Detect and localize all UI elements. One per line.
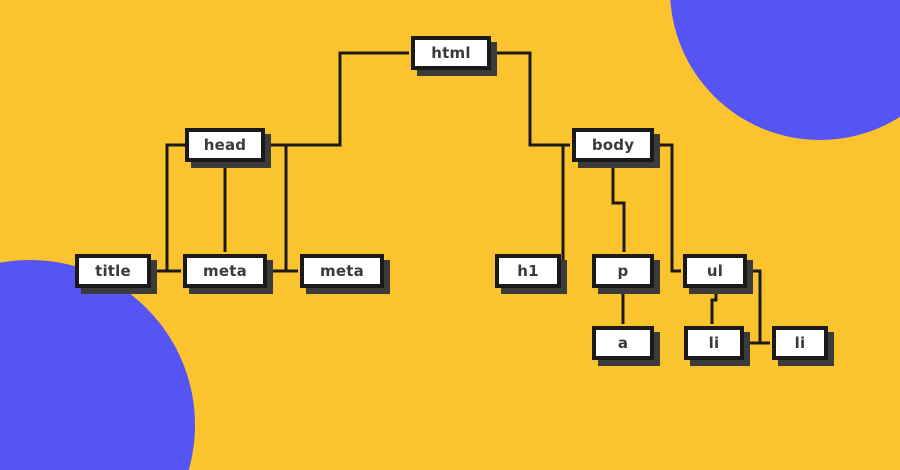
node-body[interactable]: body [572,128,654,162]
node-label: li [708,333,720,352]
edge-head-to-meta2 [267,143,298,273]
node-title[interactable]: title [75,254,151,288]
edge-head-to-title [153,143,183,273]
node-li-2[interactable]: li [772,326,828,360]
node-label: li [794,333,806,352]
node-label: body [591,135,635,154]
node-label: p [617,261,629,280]
node-meta-1[interactable]: meta [183,254,267,288]
node-head[interactable]: head [185,128,265,162]
node-label: ul [706,261,724,280]
node-label: a [617,333,629,352]
node-label: html [431,43,471,62]
edge-ul-to-li1 [710,290,718,324]
node-label: head [203,135,247,154]
edge-body-to-h1 [561,143,570,271]
node-p[interactable]: p [592,254,654,288]
node-ul[interactable]: ul [683,254,747,288]
node-label: title [95,261,131,280]
edge-ul-to-li2 [749,269,770,345]
edge-body-to-p [611,164,626,252]
node-h1[interactable]: h1 [495,254,561,288]
node-li-1[interactable]: li [684,326,744,360]
node-html[interactable]: html [411,36,491,70]
edge-body-to-ul [656,143,681,273]
node-label: h1 [517,261,539,280]
node-a[interactable]: a [592,326,654,360]
node-label: meta [320,261,364,280]
node-meta-2[interactable]: meta [300,254,384,288]
edge-html-to-body [493,51,570,147]
node-label: meta [203,261,247,280]
